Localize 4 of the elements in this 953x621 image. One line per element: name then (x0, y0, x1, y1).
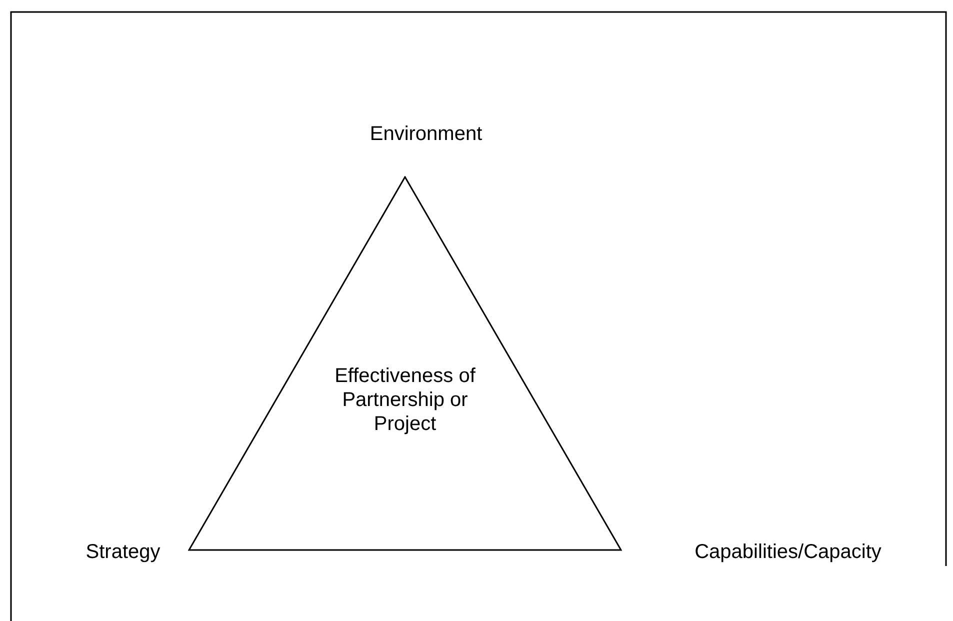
vertex-label: Environment (370, 122, 482, 146)
center-text: Effectiveness of Partnership or Project (334, 364, 476, 436)
vertex-label: Capabilities/Capacity (694, 540, 882, 564)
vertex-label: Strategy (86, 540, 160, 564)
